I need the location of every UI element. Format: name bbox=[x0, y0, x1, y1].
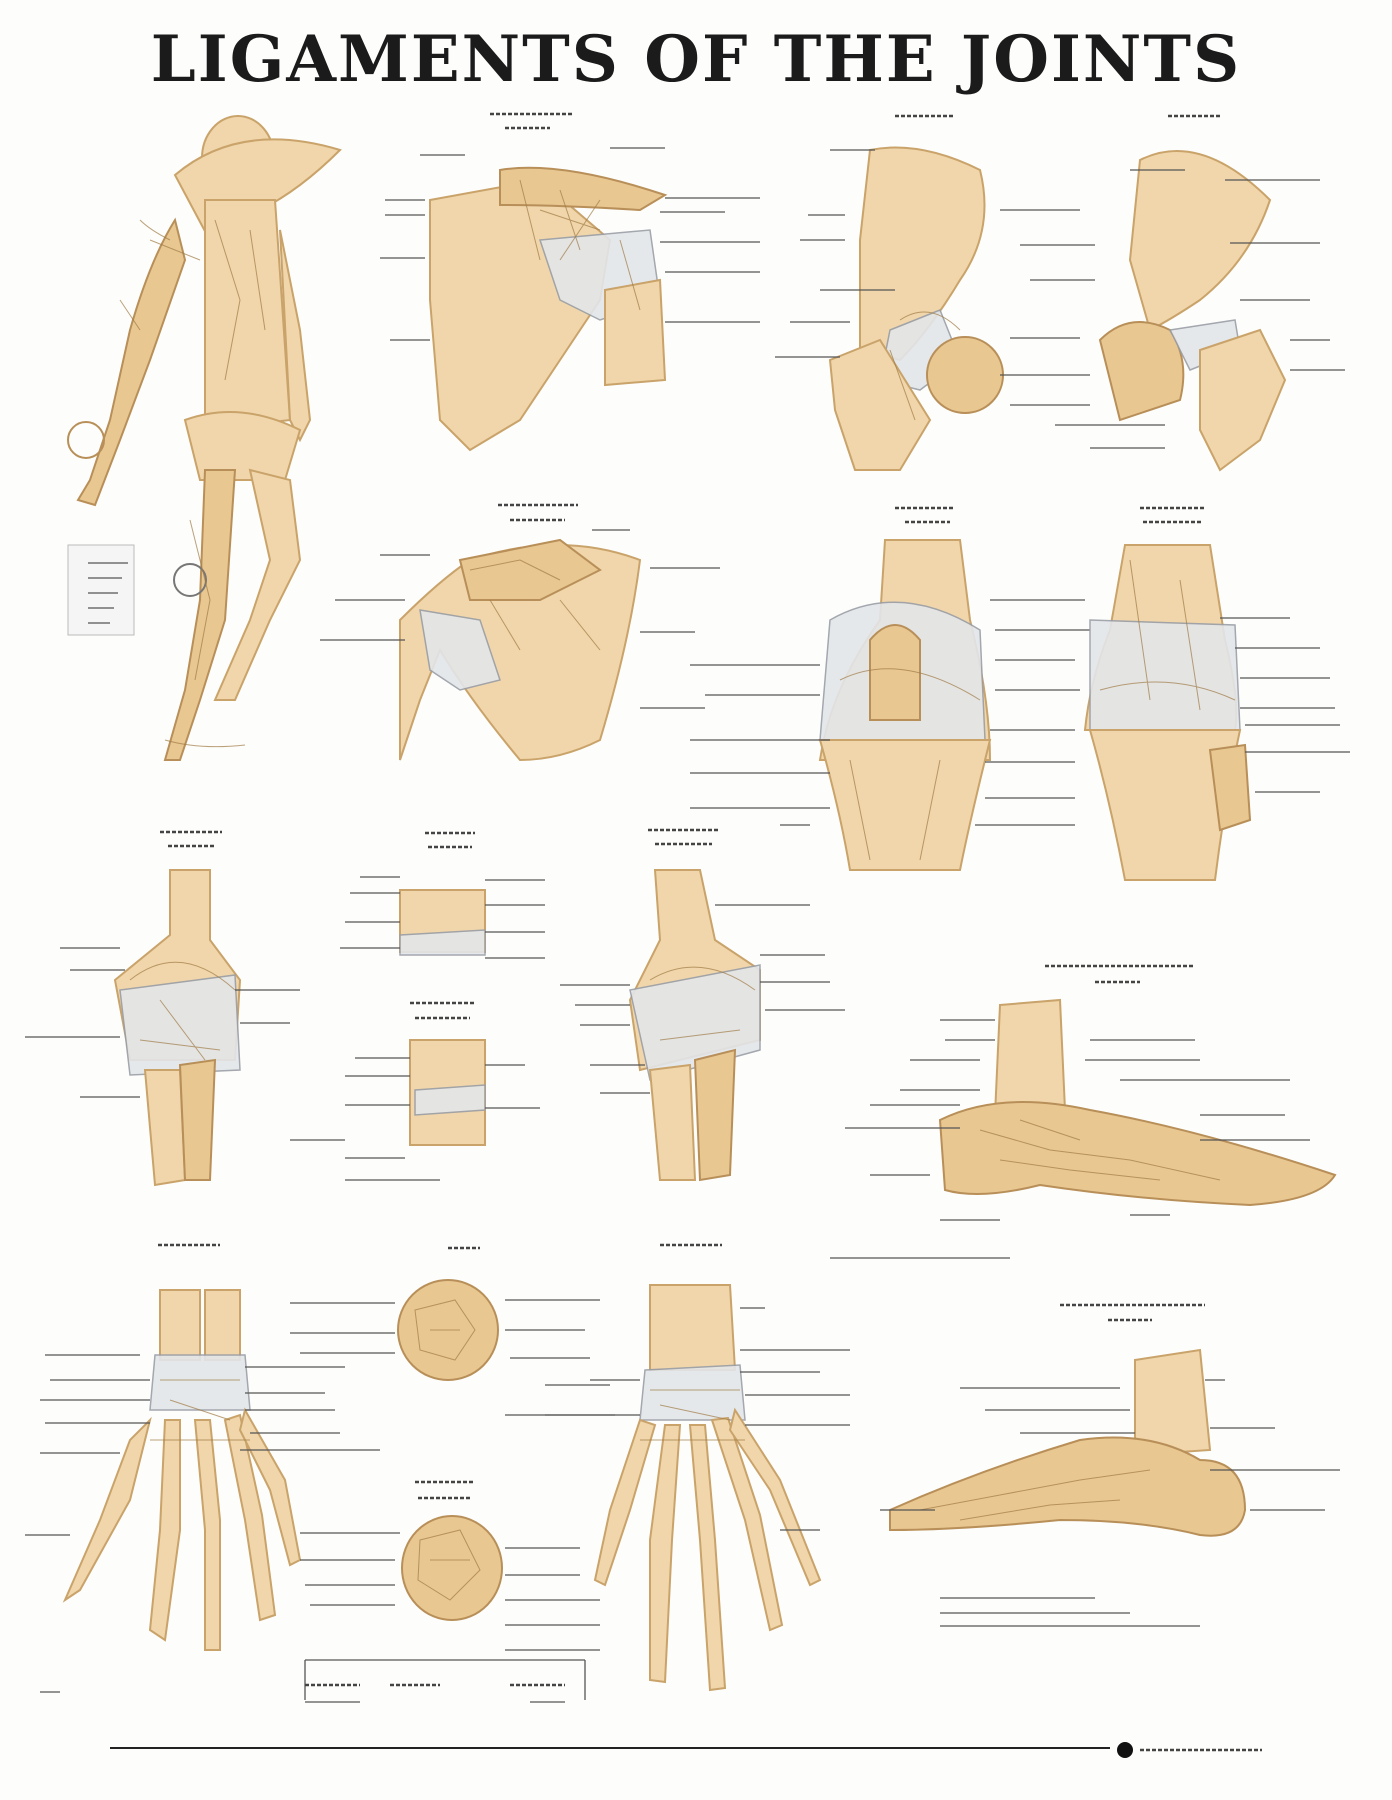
shoulder-front bbox=[380, 112, 760, 452]
publisher-logo-icon bbox=[1117, 1742, 1133, 1758]
knee-posterior bbox=[1083, 506, 1350, 881]
elbow-small-details bbox=[290, 831, 545, 1181]
hip-posterior bbox=[1098, 114, 1345, 472]
poster-title: LIGAMENTS OF THE JOINTS bbox=[150, 22, 1242, 97]
full-skeleton-figure bbox=[67, 115, 342, 761]
hip-anterior bbox=[775, 114, 1165, 471]
elbow-posterior bbox=[560, 828, 845, 1182]
ankle-foot-lateral bbox=[880, 1303, 1340, 1627]
hand-dorsal bbox=[545, 1243, 850, 1692]
wrist-cross-sections bbox=[290, 1246, 615, 1703]
shoulder-capsule bbox=[320, 503, 720, 762]
ankle-foot-medial bbox=[830, 964, 1337, 1259]
knee-anterior bbox=[690, 506, 1090, 871]
elbow-anterior bbox=[25, 830, 300, 1187]
hand-palmar bbox=[25, 1243, 380, 1693]
footer bbox=[110, 1742, 1262, 1758]
